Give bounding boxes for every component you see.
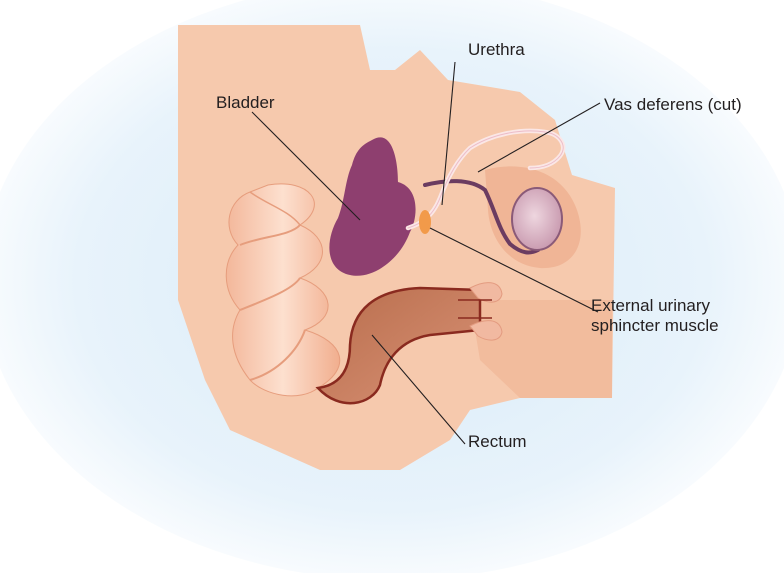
sphincter-label-line1: External urinary [591,296,771,316]
rectum-label: Rectum [468,432,527,452]
vas-deferens-label: Vas deferens (cut) [604,95,742,115]
sphincter-muscle [419,210,431,234]
sphincter-label: External urinary sphincter muscle [591,296,771,336]
urethra-label: Urethra [468,40,525,60]
sphincter-label-line2: sphincter muscle [591,316,771,336]
testis [512,188,562,250]
bladder-label: Bladder [216,93,275,113]
